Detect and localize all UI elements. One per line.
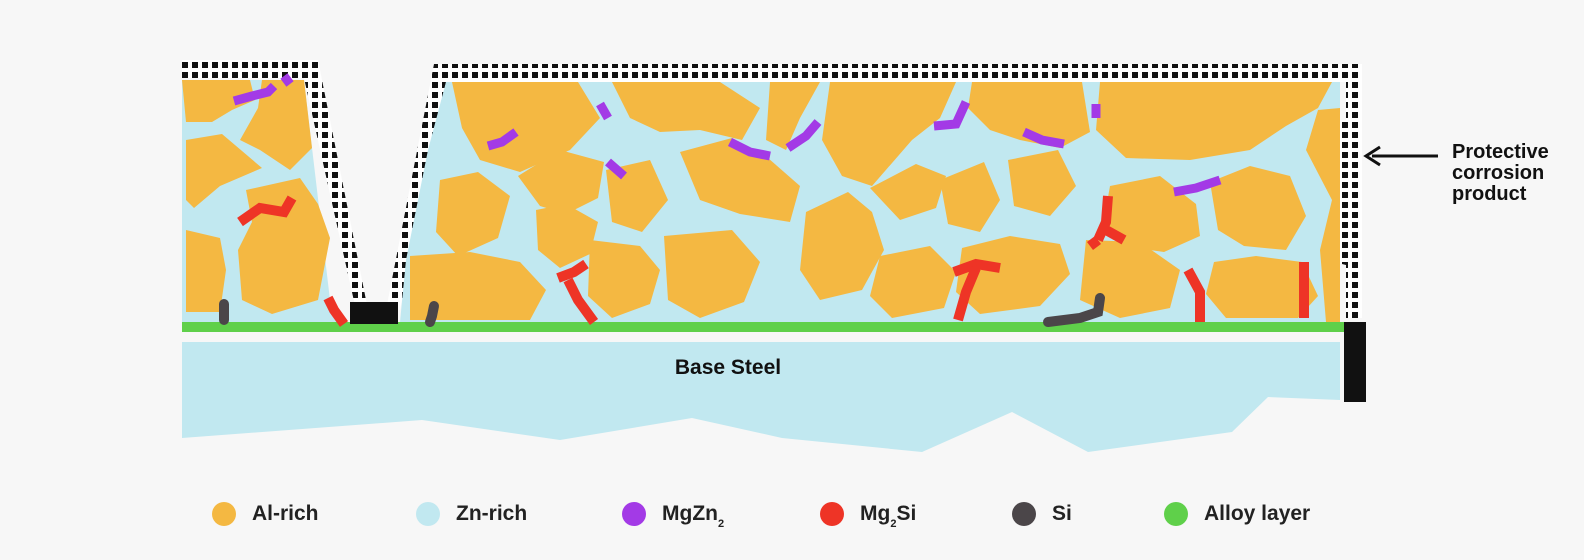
mg2si-phases bbox=[237, 195, 1309, 327]
alloy-layer-swatch-icon bbox=[1164, 502, 1188, 526]
legend-item-alloy-layer: Alloy layer bbox=[1164, 500, 1310, 528]
legend-subscript: 2 bbox=[890, 518, 897, 530]
corrosion-block-left bbox=[350, 302, 398, 324]
legend-item-al-rich: Al-rich bbox=[212, 500, 319, 528]
al-rich-swatch-icon bbox=[212, 502, 236, 526]
legend-label: MgZn bbox=[662, 502, 718, 525]
corrosion-block-right bbox=[1344, 322, 1366, 402]
legend-label: Si bbox=[1052, 502, 1072, 525]
callout-line-1: Protective bbox=[1452, 141, 1549, 163]
si-phases bbox=[219, 293, 1105, 327]
coating-zone-main bbox=[400, 82, 1340, 322]
base-steel-label: Base Steel bbox=[674, 356, 782, 379]
protective-corrosion-label: Protective corrosion product bbox=[1452, 142, 1549, 205]
legend-label: Alloy layer bbox=[1204, 502, 1311, 525]
legend-item-si: Si bbox=[1012, 500, 1072, 528]
coating-zone-left bbox=[182, 80, 344, 322]
callout-line-3: product bbox=[1452, 183, 1527, 205]
legend-label: Zn-rich bbox=[456, 502, 528, 525]
base-steel bbox=[182, 342, 1340, 452]
mg2si-swatch-icon bbox=[820, 502, 844, 526]
legend-subscript: 2 bbox=[717, 518, 725, 530]
mgzn2-phases bbox=[232, 73, 1222, 197]
legend-item-zn-rich: Zn-rich bbox=[416, 500, 527, 528]
callout-line-2: corrosion bbox=[1452, 162, 1545, 184]
si-swatch-icon bbox=[1012, 502, 1036, 526]
legend-label: Mg bbox=[860, 502, 891, 525]
mgzn2-swatch-icon bbox=[622, 502, 646, 526]
legend-label: Al-rich bbox=[252, 502, 319, 525]
alloy-layer bbox=[182, 322, 1346, 332]
callout-arrow bbox=[1363, 145, 1438, 167]
legend-label-suffix: Si bbox=[896, 502, 917, 525]
zn-rich-swatch-icon bbox=[416, 502, 440, 526]
